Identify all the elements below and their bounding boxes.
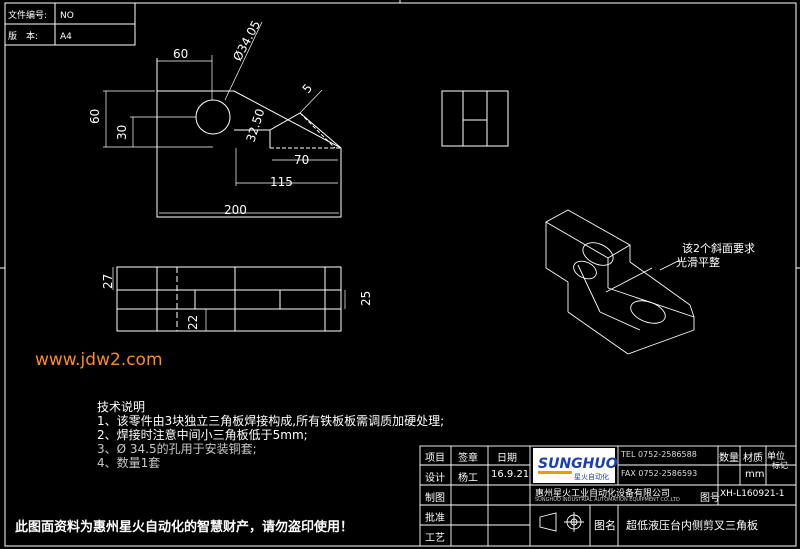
dim-115: 115 (270, 175, 293, 189)
tech-notes: 技术说明 1、该零件由3块独立三角板焊接构成,所有铁板板需调质加硬处理; 2、焊… (97, 400, 444, 470)
watermark-url: www.jdw2.com (35, 350, 163, 370)
tech-notes-title: 技术说明 (97, 400, 146, 414)
header-label-version: 版 本: (8, 30, 38, 42)
header-value-file-no: NO (60, 11, 74, 21)
tech-note-1: 1、该零件由3块独立三角板焊接构成,所有铁板板需调质加硬处理; (97, 414, 445, 428)
isometric-view (545, 209, 695, 355)
side-view (441, 90, 509, 147)
dim-5: 5 (300, 81, 316, 96)
dim-200: 200 (224, 203, 247, 217)
dim-32: 32.50 (244, 107, 268, 144)
projection-symbol-icon (539, 512, 584, 532)
dim-22: 22 (186, 315, 200, 330)
dim-25: 25 (359, 291, 373, 306)
tech-note-3: 3、Ø 34.5的孔用于安装铜套; (97, 442, 257, 456)
iso-note-line-1: 该2个斜面要求 (682, 241, 755, 255)
header-value-version: A4 (60, 32, 72, 42)
top-view (112, 266, 346, 332)
copyright-banner: 此图面资料为惠州星火自动化的智慧财产，请勿盗印使用！ (15, 520, 354, 535)
iso-note-line-2: 光滑平整 (676, 255, 720, 269)
tech-note-2: 2、焊接时注意中间小三角板低于5mm; (97, 428, 308, 442)
header-label-file-no: 文件编号: (8, 9, 47, 21)
header-table (4, 2, 136, 46)
tech-note-4: 4、数量1套 (97, 456, 161, 470)
dim-70: 70 (294, 153, 309, 167)
dim-30: 30 (115, 125, 129, 140)
dim-60-left: 60 (88, 109, 102, 124)
logo-subtext: 星火自动化 (574, 472, 609, 481)
title-block-grid (419, 445, 797, 547)
front-view (103, 21, 342, 218)
pin-hole (195, 99, 231, 135)
dim-diameter: Ø34.05 (230, 18, 263, 63)
company-logo: SUNGHUO 星火自动化 (533, 448, 618, 483)
logo-text: SUNGHUO (538, 456, 618, 472)
dim-60-top: 60 (173, 47, 188, 61)
dim-27: 27 (101, 274, 115, 289)
